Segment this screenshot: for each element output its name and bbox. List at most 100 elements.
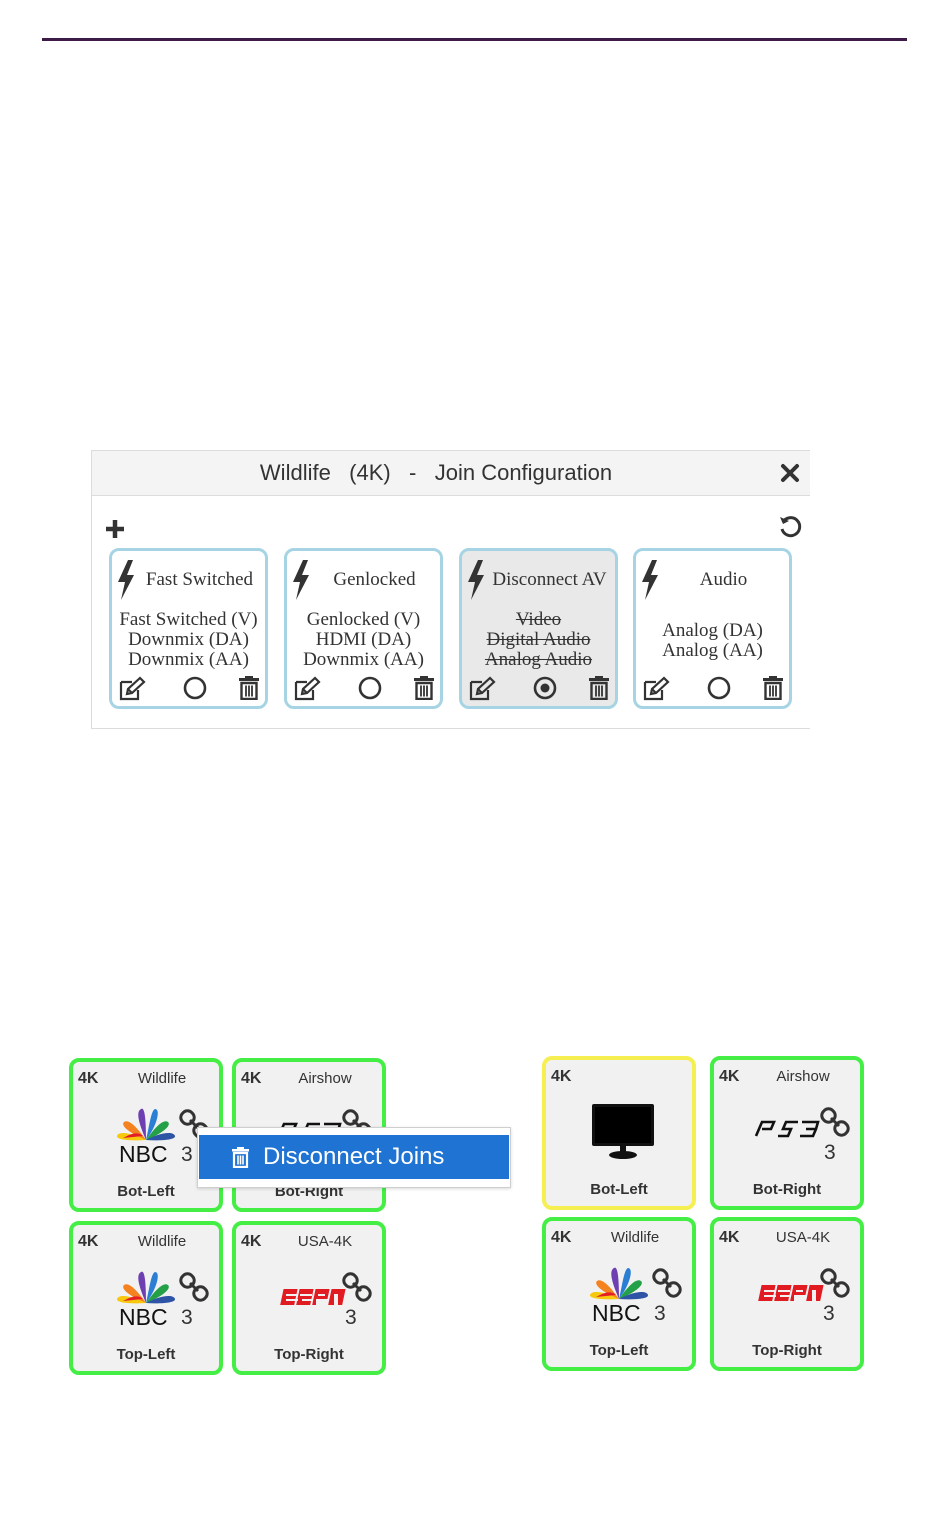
edit-icon[interactable] [468, 676, 496, 702]
nbc-logo: NBC [113, 1106, 179, 1171]
link-icon [652, 1268, 682, 1298]
tile-channel: 3 [824, 1141, 836, 1164]
link-icon [820, 1107, 850, 1137]
join-card-line: Downmix (AA) [303, 649, 424, 670]
tile-source: Airshow [298, 1070, 352, 1087]
trash-icon[interactable] [589, 676, 609, 700]
trash-icon[interactable] [763, 676, 783, 700]
tile-channel: 3 [823, 1302, 835, 1325]
join-card-lines: Analog (DA)Analog (AA) [636, 621, 789, 661]
join-card-line: Downmix (AA) [128, 649, 249, 670]
join-configuration-panel: Wildlife (4K) - Join Configuration Fast … [91, 450, 810, 729]
tile-resolution: 4K [551, 1068, 572, 1085]
tile-resolution: 4K [719, 1068, 740, 1085]
tile-source: Wildlife [137, 1233, 187, 1250]
svg-text:NBC: NBC [119, 1304, 168, 1329]
tile-position: Top-Left [116, 1346, 176, 1363]
link-icon [342, 1272, 372, 1302]
tile-position: Top-Right [274, 1346, 344, 1363]
tile-bot-left[interactable]: 4K Bot-Left [542, 1056, 696, 1210]
join-card-line: Analog (DA) [662, 620, 763, 641]
join-card-actions [466, 676, 611, 702]
join-card-actions [291, 676, 436, 702]
espn-logo [278, 1287, 348, 1312]
join-card-actions [640, 676, 785, 702]
plus-icon[interactable] [105, 519, 125, 539]
join-card-line: Analog Audio [484, 649, 593, 670]
tile-resolution: 4K [78, 1233, 99, 1250]
tile-channel: 3 [181, 1306, 193, 1329]
tile-position: Top-Right [752, 1342, 822, 1359]
join-card-title: Audio [699, 569, 748, 590]
panel-header: Wildlife (4K) - Join Configuration [92, 451, 810, 496]
tile-top-right[interactable]: 4K USA-4K 3 Top-Right [232, 1221, 386, 1375]
panel-title: Wildlife (4K) - Join Configuration [259, 460, 613, 485]
espn-logo [756, 1283, 826, 1308]
tile-resolution: 4K [78, 1070, 99, 1087]
nbc-logo: NBC [586, 1265, 652, 1330]
close-icon[interactable] [780, 463, 800, 483]
bolt-icon [642, 560, 658, 600]
bolt-icon [293, 560, 309, 600]
edit-icon[interactable] [293, 676, 321, 702]
join-card-title: Genlocked [333, 569, 416, 590]
join-card-line: Downmix (DA) [128, 629, 249, 650]
tile-source: Wildlife [137, 1070, 187, 1087]
tile-bot-right[interactable]: 4K Airshow 3 Bot-Right [710, 1056, 864, 1210]
refresh-icon[interactable] [778, 515, 802, 539]
tile-channel: 3 [181, 1143, 193, 1166]
join-card-actions [116, 676, 261, 702]
edit-icon[interactable] [642, 676, 670, 702]
nbc-logo: NBC [113, 1269, 179, 1334]
tile-resolution: 4K [241, 1070, 262, 1087]
tile-top-left[interactable]: 4K Wildlife NBC 3 Top-Left [542, 1217, 696, 1371]
join-card-line: HDMI (DA) [315, 629, 412, 650]
top-rule [42, 38, 907, 41]
tile-top-left[interactable]: 4K Wildlife NBC 3 Top-Left [69, 1221, 223, 1375]
tile-position: Bot-Left [590, 1181, 648, 1198]
trash-icon [232, 1147, 249, 1168]
radio-selected-icon[interactable] [533, 676, 557, 700]
join-card-line: Fast Switched (V) [119, 609, 258, 630]
join-card-line: Genlocked (V) [306, 609, 421, 630]
join-card-line: Analog (AA) [662, 640, 763, 661]
trash-icon[interactable] [239, 676, 259, 700]
tile-resolution: 4K [241, 1233, 262, 1250]
radio-icon[interactable] [707, 676, 731, 700]
link-icon [820, 1268, 850, 1298]
bolt-icon [118, 560, 134, 600]
tile-source: Airshow [776, 1068, 830, 1085]
radio-icon[interactable] [183, 676, 207, 700]
svg-text:NBC: NBC [119, 1141, 168, 1166]
tile-resolution: 4K [719, 1229, 740, 1246]
tile-resolution: 4K [551, 1229, 572, 1246]
disconnect-joins-menu-item[interactable]: Disconnect Joins [199, 1135, 509, 1179]
tile-position: Bot-Left [117, 1183, 175, 1200]
join-card-lines: Genlocked (V)HDMI (DA)Downmix (AA) [287, 610, 440, 670]
svg-text:NBC: NBC [592, 1300, 641, 1325]
tile-position: Top-Left [589, 1342, 649, 1359]
tile-top-right[interactable]: 4K USA-4K 3 Top-Right [710, 1217, 864, 1371]
join-card-line: Digital Audio [486, 629, 591, 650]
menu-item-label: Disconnect Joins [263, 1143, 445, 1170]
link-icon [179, 1272, 209, 1302]
context-menu: Disconnect Joins [197, 1127, 511, 1188]
tile-channel: 3 [654, 1302, 666, 1325]
tile-channel: 3 [345, 1306, 357, 1329]
bolt-icon [468, 560, 484, 600]
join-card-title: Disconnect AV [492, 569, 607, 590]
join-card-lines: Fast Switched (V)Downmix (DA)Downmix (AA… [112, 610, 265, 670]
edit-icon[interactable] [118, 676, 146, 702]
tile-source: Wildlife [610, 1229, 660, 1246]
tile-source: USA-4K [297, 1233, 353, 1250]
radio-icon[interactable] [358, 676, 382, 700]
tile-source: USA-4K [775, 1229, 831, 1246]
trash-icon[interactable] [414, 676, 434, 700]
tile-position: Bot-Right [752, 1181, 822, 1198]
join-card-line: Video [515, 609, 562, 630]
